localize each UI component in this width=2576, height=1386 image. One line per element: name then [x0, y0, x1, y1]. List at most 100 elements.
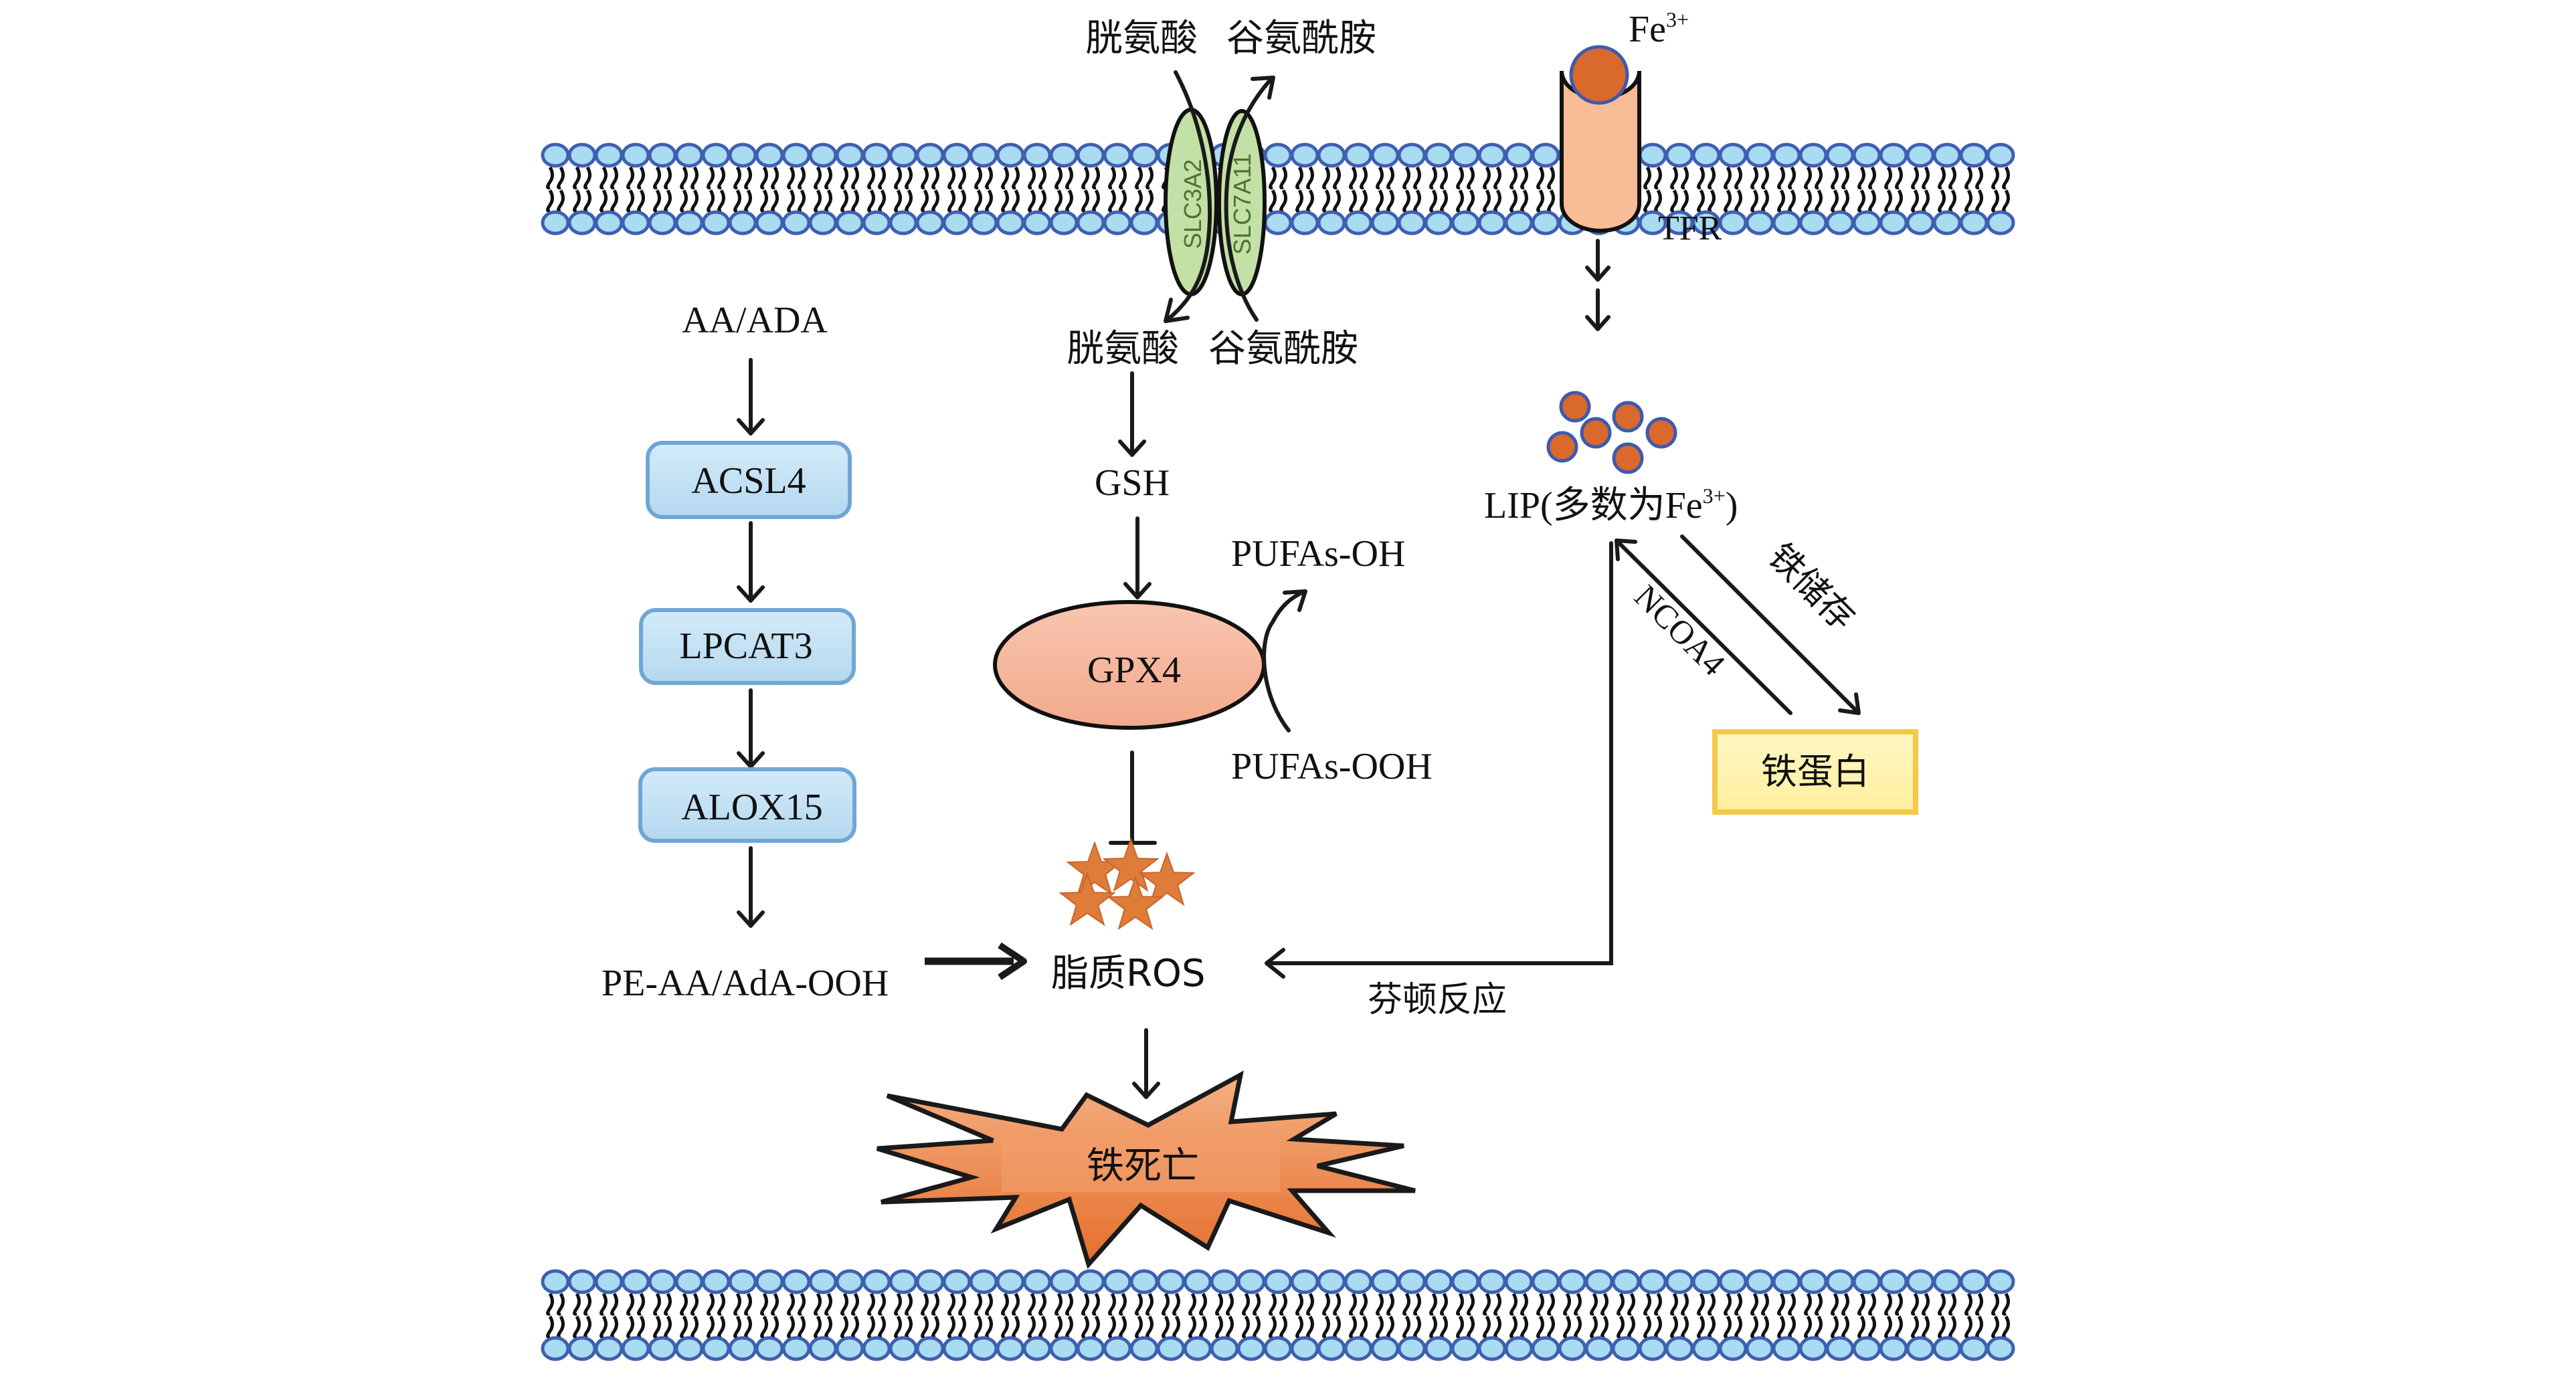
phospholipid-head	[808, 1336, 838, 1361]
phospholipid-head	[1451, 1269, 1480, 1294]
lipid-tail	[573, 166, 591, 213]
lipid-tail	[707, 1292, 725, 1339]
phospholipid-head	[781, 142, 811, 168]
phospholipid-head	[1103, 1336, 1132, 1361]
phospholipid-head	[1906, 1336, 1935, 1361]
phospholipid-head	[541, 142, 570, 168]
iron-ion-dot	[1580, 417, 1612, 449]
lipid-tail	[733, 166, 752, 213]
phospholipid-head	[1799, 1269, 1828, 1294]
phospholipid-head	[1638, 1336, 1667, 1361]
phospholipid-head	[889, 142, 918, 168]
lipid-tail	[1054, 166, 1073, 213]
enzyme-alox15: ALOX15	[638, 767, 856, 843]
phospholipid-head	[1397, 210, 1427, 235]
phospholipid-head	[1825, 1336, 1855, 1361]
phospholipid-head	[594, 210, 624, 235]
phospholipid-head	[1959, 210, 1989, 235]
gpx4-inhibits-ros	[1109, 751, 1157, 845]
fenton-reaction-label: 芬顿反应	[1368, 980, 1507, 1020]
ncoa4-arrow	[1616, 540, 1792, 715]
phospholipid-head	[969, 1269, 998, 1294]
phospholipid-head	[1022, 1269, 1052, 1294]
lipid-tail	[1081, 166, 1100, 213]
phospholipid-head	[1986, 1269, 2015, 1294]
fe3-ion	[1569, 45, 1629, 105]
phospholipid-head	[1986, 1336, 2015, 1361]
lipid-ros-stars	[1059, 837, 1196, 930]
phospholipid-head	[594, 1336, 624, 1361]
lipid-tail	[1670, 166, 1689, 213]
lipid-tail	[1402, 1292, 1421, 1339]
phospholipid-head	[1718, 210, 1748, 235]
phospholipid-head	[1451, 1336, 1480, 1361]
phospholipid-head	[1906, 1269, 1935, 1294]
phospholipid-head	[1879, 1269, 1908, 1294]
phospholipid-head	[755, 142, 784, 168]
phospholipid-head	[674, 1269, 704, 1294]
lipid-tail	[1911, 1292, 1930, 1339]
phospholipid-head	[755, 1336, 784, 1361]
labile-iron-pool-dots	[1546, 391, 1677, 474]
phospholipid-head	[648, 210, 677, 235]
phospholipid-head	[1531, 1336, 1560, 1361]
phospholipid-head	[835, 1269, 864, 1294]
phospholipid-head	[701, 210, 731, 235]
phospholipid-head	[1584, 1269, 1614, 1294]
fenton-arrowhead	[1265, 948, 1285, 979]
phospholipid-head	[1906, 142, 1935, 168]
phospholipid-head	[541, 1336, 570, 1361]
lipid-tail	[894, 1292, 913, 1339]
lipid-tail	[1295, 166, 1314, 213]
pe-to-ros-arrowhead	[998, 942, 1027, 981]
enzyme-lpcat3: LPCAT3	[639, 608, 856, 685]
lipid-tail	[1724, 166, 1742, 213]
phospholipid-head	[1370, 1269, 1400, 1294]
lipid-tail	[1884, 166, 1903, 213]
lipid-tail	[1242, 1292, 1261, 1339]
phospholipid-head	[1932, 210, 1962, 235]
lipid-tail	[1295, 1292, 1314, 1339]
phospholipid-head	[1504, 1269, 1534, 1294]
iron-ion-dot	[1559, 391, 1591, 423]
lipid-tail	[760, 1292, 779, 1339]
phospholipid-head	[1156, 1336, 1186, 1361]
phospholipid-head	[701, 142, 731, 168]
phospholipid-head	[648, 1336, 677, 1361]
phospholipid-head	[1477, 142, 1507, 168]
ros-star	[1138, 852, 1196, 906]
lipid-tail	[1001, 1292, 1020, 1339]
phospholipid-head	[755, 1269, 784, 1294]
ros-star	[1059, 872, 1116, 926]
phospholipid-head	[1504, 1336, 1534, 1361]
lipid-tail	[1108, 166, 1127, 213]
lipid-tail	[1402, 166, 1421, 213]
phospholipid-head	[701, 1269, 731, 1294]
lipid-tail	[1670, 1292, 1689, 1339]
phospholipid-head	[1584, 1336, 1614, 1361]
phospholipid-head	[674, 210, 704, 235]
phospholipid-head	[1183, 1269, 1212, 1294]
glutamine-extracellular-label: 谷氨酰胺	[1226, 17, 1376, 60]
phospholipid-head	[1344, 1269, 1373, 1294]
phospholipid-head	[915, 210, 945, 235]
phospholipid-head	[996, 1336, 1025, 1361]
phospholipid-head	[915, 1269, 945, 1294]
phospholipid-head	[781, 210, 811, 235]
lipid-tail	[840, 1292, 859, 1339]
phospholipid-head	[1852, 1336, 1881, 1361]
phospholipid-head	[1611, 1269, 1641, 1294]
phospholipid-head	[728, 142, 757, 168]
lipid-tail	[1643, 166, 1662, 213]
lipid-tail	[760, 166, 779, 213]
lipid-tail	[1750, 1292, 1769, 1339]
slc7a11-label: SLC7A11	[1228, 153, 1256, 254]
lipid-tail	[1162, 1292, 1180, 1339]
phospholipid-head	[755, 210, 784, 235]
phospholipid-head	[1210, 1336, 1239, 1361]
lipid-tail	[1750, 166, 1769, 213]
phospholipid-head	[567, 142, 597, 168]
phospholipid-head	[1236, 1269, 1266, 1294]
phospholipid-head	[674, 1336, 704, 1361]
phospholipid-head	[674, 142, 704, 168]
